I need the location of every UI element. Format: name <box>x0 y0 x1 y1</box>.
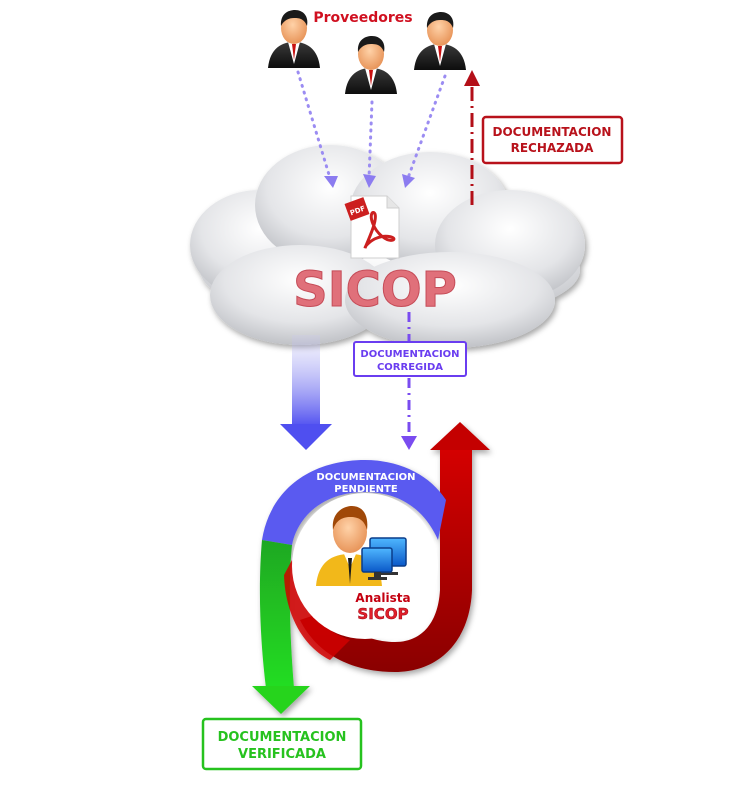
corrected-box-line1: DOCUMENTACION <box>360 349 459 360</box>
verified-box-line2: VERIFICADA <box>238 747 326 762</box>
pdf-document-icon: PDF <box>344 195 400 259</box>
pending-label-line1: DOCUMENTACION <box>316 472 415 483</box>
corrected-arrow <box>401 312 417 450</box>
sicop-cloud <box>190 145 585 348</box>
computer-monitor-icon <box>361 537 407 580</box>
verified-box-line1: DOCUMENTACION <box>218 730 347 745</box>
rejected-arrow <box>464 70 480 205</box>
workflow-ring <box>252 422 490 714</box>
submission-arrows <box>296 70 447 180</box>
corrected-box-line2: CORREGIDA <box>377 362 443 373</box>
provider-person-icon <box>268 10 320 68</box>
analyst-system-label: SICOP <box>357 605 408 623</box>
analyst-role-label: Analista <box>355 591 410 605</box>
provider-person-icon <box>414 12 466 70</box>
cloud-title: SICOP <box>293 262 457 318</box>
pending-flow-arrow <box>280 335 332 450</box>
rejected-documentation-box: DOCUMENTACION RECHAZADA <box>481 115 624 165</box>
rejected-box-line1: DOCUMENTACION <box>493 125 612 139</box>
submission-arrowheads <box>324 174 415 188</box>
pending-label-line2: PENDIENTE <box>334 484 398 495</box>
corrected-documentation-box: DOCUMENTACION CORREGIDA <box>353 341 467 377</box>
provider-person-icon <box>345 36 397 94</box>
verified-documentation-box: DOCUMENTACION VERIFICADA <box>201 717 363 771</box>
rejected-box-line2: RECHAZADA <box>511 141 595 155</box>
providers-label: Proveedores <box>313 10 412 26</box>
